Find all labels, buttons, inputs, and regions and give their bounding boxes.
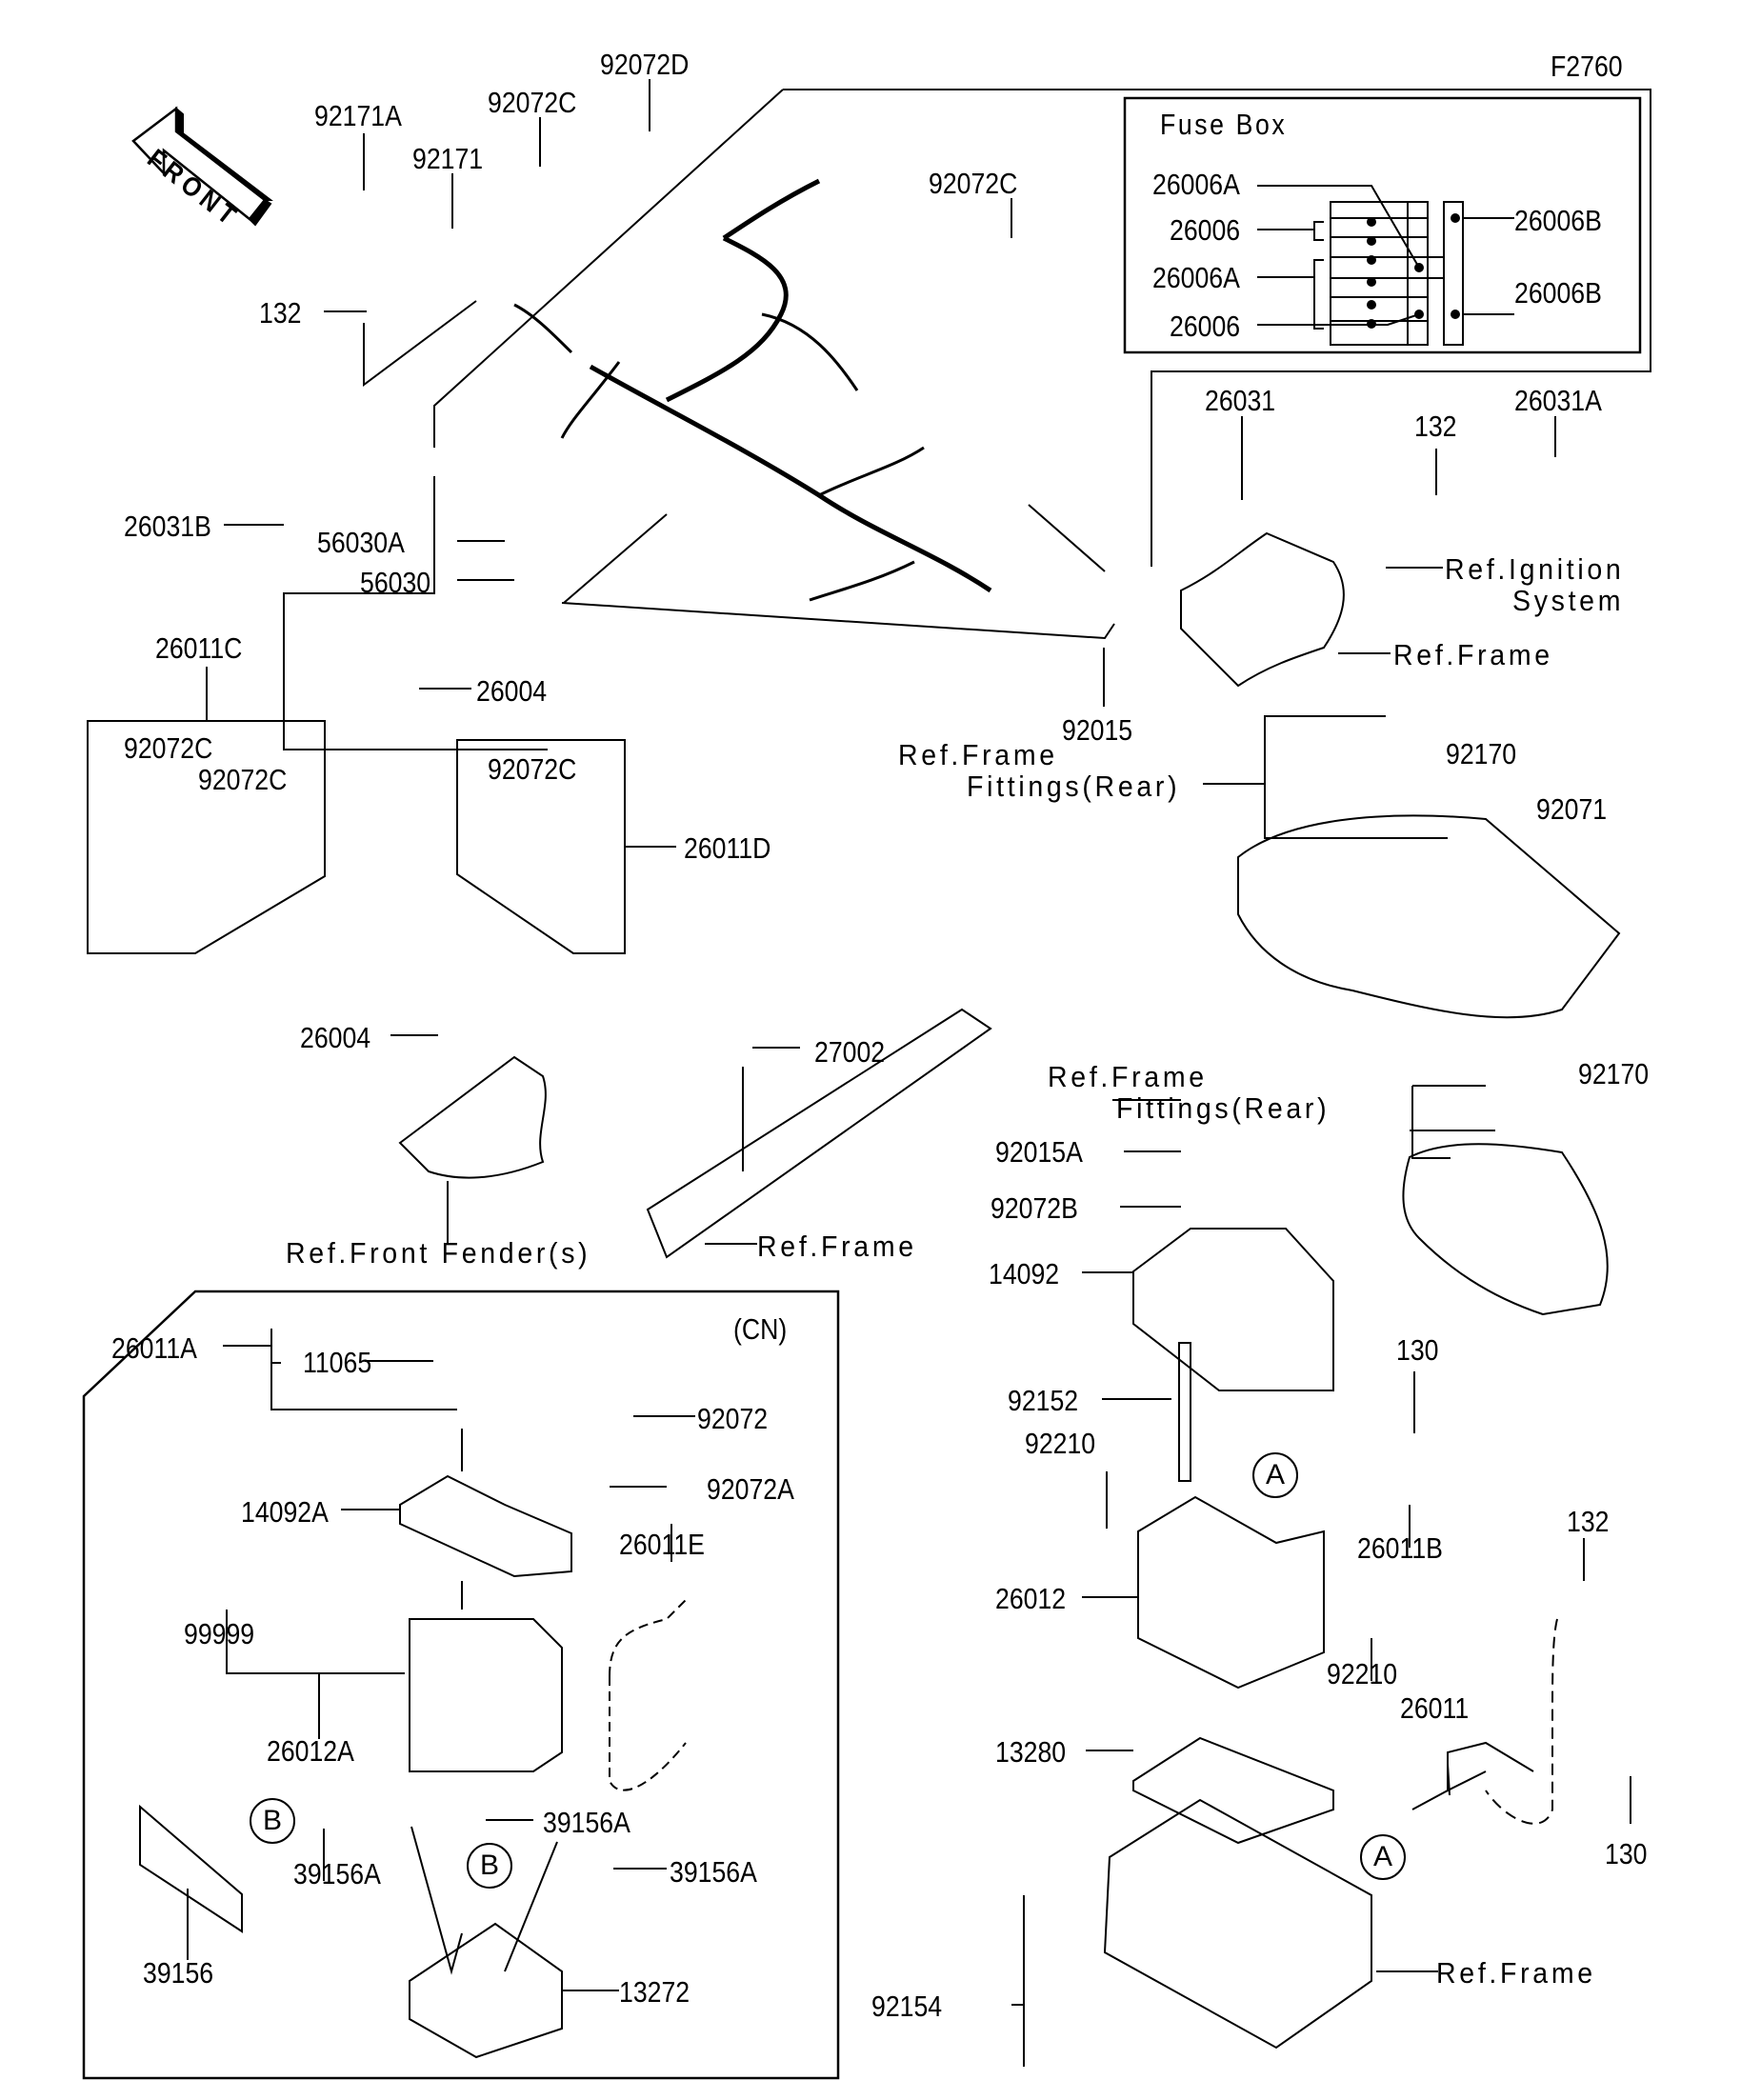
part-26011A[interactable]: 26011A xyxy=(111,1331,197,1365)
figure-id: F2760 xyxy=(1551,50,1623,83)
part-26004[interactable]: 26004 xyxy=(300,1021,371,1054)
part-13272[interactable]: 13272 xyxy=(619,1975,690,2009)
part-39156A[interactable]: 39156A xyxy=(293,1857,381,1890)
part-92072C[interactable]: 92072C xyxy=(929,167,1018,200)
part-26006B[interactable]: 26006B xyxy=(1514,276,1602,310)
fuse-box-title: Fuse Box xyxy=(1160,108,1288,141)
part-26012[interactable]: 26012 xyxy=(995,1582,1067,1615)
ref-frame[interactable]: Ref.Frame xyxy=(1393,638,1553,671)
kit-26011C[interactable]: 26011C xyxy=(155,631,243,665)
part-13280[interactable]: 13280 xyxy=(995,1735,1067,1769)
ref-frame-fittings-rear[interactable]: Ref.Frame xyxy=(898,738,1058,771)
harness-frame-outline xyxy=(243,89,1651,750)
part-26006A[interactable]: 26006A xyxy=(1152,261,1240,294)
part-26031[interactable]: 26031 xyxy=(1205,384,1276,417)
part-92171A[interactable]: 92171A xyxy=(314,99,402,132)
part-92152[interactable]: 92152 xyxy=(1008,1384,1079,1417)
part-56030[interactable]: 56030 xyxy=(360,566,431,599)
part-92015A[interactable]: 92015A xyxy=(995,1135,1083,1169)
part-92072C[interactable]: 92072C xyxy=(124,731,213,765)
part-92170[interactable]: 92170 xyxy=(1578,1057,1650,1090)
ref-frame-fittings-rear-line2: Fittings(Rear) xyxy=(967,770,1181,803)
wiring-harness xyxy=(513,178,992,602)
frame-rail-drawing xyxy=(646,1008,992,1259)
region-cn-label: (CN) xyxy=(733,1312,788,1346)
part-92072B[interactable]: 92072B xyxy=(991,1191,1078,1225)
part-39156[interactable]: 39156 xyxy=(143,1956,214,1990)
part-26031B[interactable]: 26031B xyxy=(124,510,211,543)
leader-lines xyxy=(224,79,1556,707)
part-39156A[interactable]: 39156A xyxy=(543,1806,630,1839)
kit-box-26011d xyxy=(456,739,676,954)
callout-b: B xyxy=(467,1843,512,1889)
part-26012A[interactable]: 26012A xyxy=(267,1734,354,1768)
part-130[interactable]: 130 xyxy=(1605,1837,1648,1870)
part-26011[interactable]: 26011 xyxy=(1400,1691,1470,1725)
part-130[interactable]: 130 xyxy=(1396,1333,1439,1367)
ref-ignition-system[interactable]: Ref.Ignition xyxy=(1445,552,1625,586)
part-99999[interactable]: 99999 xyxy=(184,1617,255,1650)
part-92171[interactable]: 92171 xyxy=(412,142,484,175)
part-132[interactable]: 132 xyxy=(1567,1505,1610,1538)
battery-group-drawing xyxy=(1011,1085,1631,2067)
cn-box-frame xyxy=(82,1290,840,2080)
part-92210[interactable]: 92210 xyxy=(1327,1657,1398,1690)
kit-box-26011c xyxy=(87,667,326,954)
part-132[interactable]: 132 xyxy=(1414,410,1457,443)
part-14092[interactable]: 14092 xyxy=(989,1257,1060,1290)
ref-frame[interactable]: Ref.Frame xyxy=(757,1230,917,1263)
frame-bracket-drawing xyxy=(1180,531,1345,688)
part-26006B[interactable]: 26006B xyxy=(1514,204,1602,237)
cn-box-parts-drawing xyxy=(139,1329,695,2059)
front-arrow-icon xyxy=(131,106,273,227)
part-92072A[interactable]: 92072A xyxy=(707,1472,794,1506)
part-56030A[interactable]: 56030A xyxy=(317,526,405,559)
ref-frame-fittings-rear-line2: Fittings(Rear) xyxy=(1116,1091,1331,1125)
part-26006[interactable]: 26006 xyxy=(1170,310,1241,343)
callout-a: A xyxy=(1360,1834,1406,1880)
part-92210[interactable]: 92210 xyxy=(1025,1427,1096,1460)
ref-frame-fittings-rear[interactable]: Ref.Frame xyxy=(1048,1060,1208,1093)
ref-ignition-system-line2: System xyxy=(1512,584,1625,617)
part-26031A[interactable]: 26031A xyxy=(1514,384,1602,417)
part-26006A[interactable]: 26006A xyxy=(1152,168,1240,201)
front-fender-drawing xyxy=(390,1034,547,1243)
part-92072D[interactable]: 92072D xyxy=(600,48,690,81)
part-14092A[interactable]: 14092A xyxy=(241,1495,329,1529)
part-26011B[interactable]: 26011B xyxy=(1357,1531,1443,1565)
part-92071[interactable]: 92071 xyxy=(1536,792,1608,826)
ref-front-fenders[interactable]: Ref.Front Fender(s) xyxy=(286,1236,591,1270)
part-92072C[interactable]: 92072C xyxy=(198,763,288,796)
part-92015[interactable]: 92015 xyxy=(1062,713,1133,747)
part-27002[interactable]: 27002 xyxy=(814,1035,886,1069)
part-92072C[interactable]: 92072C xyxy=(488,86,577,119)
part-92072C[interactable]: 92072C xyxy=(488,752,577,786)
rear-fittings-top-drawing xyxy=(1203,715,1621,1019)
ref-frame[interactable]: Ref.Frame xyxy=(1436,1956,1596,1990)
part-92154[interactable]: 92154 xyxy=(871,1990,943,2023)
part-26011E[interactable]: 26011E xyxy=(619,1528,705,1561)
part-26004[interactable]: 26004 xyxy=(476,674,548,708)
callout-b: B xyxy=(250,1798,295,1844)
callout-a: A xyxy=(1252,1452,1298,1498)
part-132[interactable]: 132 xyxy=(259,296,302,330)
kit-26011D[interactable]: 26011D xyxy=(684,831,771,865)
part-26006[interactable]: 26006 xyxy=(1170,213,1241,247)
part-11065[interactable]: 11065 xyxy=(303,1346,372,1379)
part-39156A[interactable]: 39156A xyxy=(670,1855,757,1889)
part-92170[interactable]: 92170 xyxy=(1446,737,1517,770)
fuse-box-frame xyxy=(1123,96,1642,354)
part-92072[interactable]: 92072 xyxy=(697,1402,769,1435)
